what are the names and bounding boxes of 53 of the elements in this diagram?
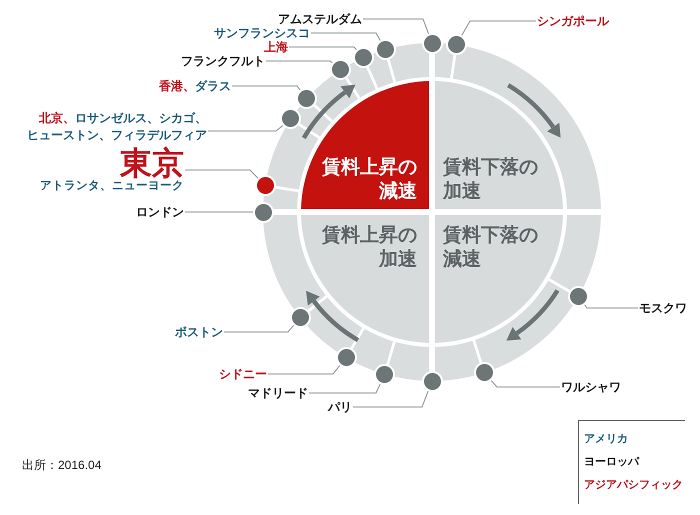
leader-line [489, 378, 560, 388]
leader-line [208, 124, 285, 132]
leader-line [288, 46, 358, 52]
city-label: ワルシャワ [561, 380, 621, 394]
leader-line [266, 60, 335, 65]
leader-line [460, 20, 536, 38]
legend-label: アジアパシフィック [584, 477, 683, 492]
legend-label: アメリカ [584, 431, 628, 446]
city-label: ボストン [175, 324, 223, 340]
leader-line [308, 381, 382, 394]
leader-line [310, 32, 382, 43]
dot-marker [354, 49, 372, 66]
city-label: モスクワ [639, 300, 687, 316]
city-label: アムステルダム [278, 12, 362, 26]
leader-line [232, 86, 302, 92]
dot-marker [292, 309, 309, 326]
leader-line [352, 388, 430, 408]
city-label: ロンドン [136, 204, 184, 220]
city-label: シドニー [219, 366, 267, 382]
legend-label: ヨーロッパ [584, 454, 639, 469]
dot-marker [424, 34, 440, 52]
dot-marker [570, 288, 587, 305]
city-label: フランクフルト [181, 54, 265, 68]
city-label: アトランタ、ニューヨーク [40, 178, 184, 193]
dot-marker [424, 372, 440, 390]
dot-marker [298, 90, 316, 107]
dot-marker [332, 61, 350, 78]
source-note: 出所：2016.04 [22, 458, 102, 473]
quadrant-sector: 賃料上昇の加速 [301, 215, 429, 343]
city-label: 東京 [120, 148, 184, 178]
leader-line [362, 18, 430, 36]
city-label: マドリード [248, 386, 308, 400]
dot-marker [376, 41, 394, 58]
quadrant-sector: 賃料下落の加速 [435, 81, 563, 209]
city-label: 香港、ダラス [159, 78, 231, 94]
dot-marker [338, 349, 355, 366]
city-label: サンフランシスコ [214, 26, 310, 40]
city-label: パリ [328, 400, 352, 414]
quadrant-sector: 賃料下落の減速 [435, 215, 563, 343]
dot-marker [256, 177, 274, 194]
city-label: 北京、ロサンゼルス、シカゴ、ヒューストン、フィラデルフィア [27, 110, 207, 144]
leader-line [582, 302, 638, 308]
dot-marker [282, 110, 300, 128]
quadrant-sector: 賃料上昇の減速 [301, 81, 429, 209]
dot-marker [448, 36, 465, 54]
dot-marker [476, 364, 493, 382]
leader-line [184, 170, 260, 180]
city-label: 上海 [264, 40, 288, 54]
dot-marker [254, 204, 272, 220]
city-label: シンガポール [537, 14, 609, 28]
leader-line [268, 364, 342, 374]
dot-marker [376, 366, 394, 383]
leader-line [224, 324, 296, 332]
